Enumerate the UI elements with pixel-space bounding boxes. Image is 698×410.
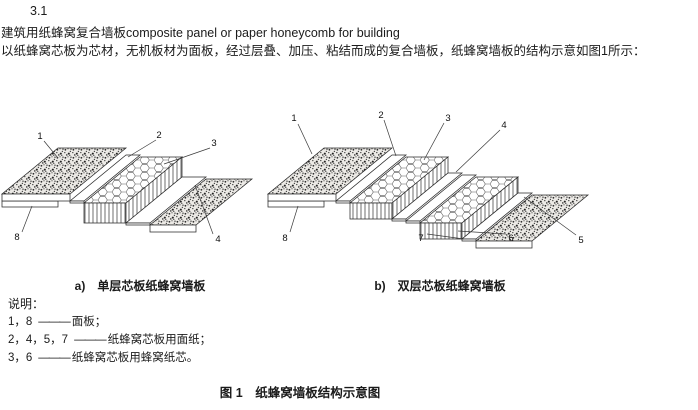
legend-row-panels: 1，8 ———面板；	[8, 313, 106, 329]
b-bottom-face-panel-front	[475, 240, 533, 249]
subfigure-a-caption: a) 单层芯板纸蜂窝墙板	[74, 279, 206, 293]
b-callout-3: 3	[445, 113, 450, 124]
a-face-paper-lower-front	[125, 222, 151, 226]
b-honeycomb-core-1-front	[349, 202, 393, 220]
legend-desc: 纸蜂窝芯板用蜂窝纸芯。	[71, 352, 199, 364]
figure-1-diagram: 1 2 3 8 4	[0, 110, 590, 249]
subfigure-b-caption: b) 双层芯板纸蜂窝墙板	[374, 279, 506, 293]
b-leader-8	[289, 205, 299, 233]
b-face-paper-4-front	[461, 238, 477, 242]
a-leader-3	[163, 147, 211, 165]
panel-b-drawing: 1 2 3 4 8 7 6 5	[266, 110, 590, 249]
a-callout-1: 1	[37, 131, 42, 142]
legend-dash: ———	[38, 352, 70, 364]
a-leader-1	[43, 140, 59, 159]
b-callout-1: 1	[291, 113, 296, 124]
a-bottom-face-panel-front	[149, 224, 197, 233]
b-leader-7	[426, 233, 465, 240]
a-callout-2: 2	[156, 130, 161, 141]
legend-desc: 纸蜂窝芯板用面纸；	[107, 334, 212, 346]
a-callout-3: 3	[211, 138, 216, 149]
a-top-face-panel-front	[1, 193, 71, 202]
legend-keys: 2，4，5，7	[8, 334, 69, 346]
legend-keys: 3，6	[8, 352, 33, 364]
b-callout-8: 8	[282, 233, 287, 244]
a-bottom-face-panel-edge	[1, 200, 59, 208]
b-leader-2	[383, 119, 397, 157]
legend-keys: 1，8	[8, 316, 33, 328]
b-callout-6: 6	[508, 233, 513, 244]
b-leader-3	[423, 122, 445, 161]
b-face-paper-1-front	[335, 200, 351, 204]
a-callout-4: 4	[215, 234, 220, 245]
definition-paragraph: 以纸蜂窝芯板为芯材，无机板材为面板，经过层叠、加压、粘结而成的复合墙板，纸蜂窝墙…	[1, 44, 646, 58]
section-number: 3.1	[30, 4, 48, 18]
legend-dash: ———	[38, 316, 70, 328]
a-leader-4	[194, 184, 214, 235]
a-face-paper-upper-front	[69, 200, 85, 204]
b-callout-7: 7	[418, 233, 423, 244]
b-callout-4: 4	[501, 120, 506, 131]
b-callout-5: 5	[578, 235, 583, 246]
legend-desc: 面板；	[71, 316, 107, 328]
legend-title: 说明：	[8, 297, 45, 311]
b-bottom-face-panel-edge	[267, 200, 325, 208]
b-top-face-panel-front	[267, 193, 337, 202]
panel-a-drawing: 1 2 3 8 4	[0, 130, 254, 245]
term-title: 建筑用纸蜂窝复合墙板composite panel or paper honey…	[1, 26, 400, 40]
a-honeycomb-core-front	[83, 202, 127, 224]
legend-dash: ———	[74, 334, 106, 346]
b-leader-6	[457, 230, 507, 235]
a-callout-8: 8	[14, 232, 19, 243]
figure-caption: 图 1 纸蜂窝墙板结构示意图	[219, 386, 381, 400]
a-leader-2	[127, 139, 157, 158]
b-leader-4	[455, 129, 501, 173]
b-leader-5	[523, 196, 577, 236]
a-leader-8	[21, 205, 33, 233]
b-leader-1	[297, 123, 313, 155]
legend-row-face-paper: 2，4，5，7 ———纸蜂窝芯板用面纸；	[8, 331, 211, 347]
b-honeycomb-core-2-front	[419, 222, 463, 240]
b-face-paper-2-front	[391, 218, 407, 222]
legend-row-honeycomb-core: 3，6 ———纸蜂窝芯板用蜂窝纸芯。	[8, 349, 198, 365]
b-face-paper-3-front	[405, 220, 421, 224]
b-callout-2: 2	[378, 110, 383, 121]
